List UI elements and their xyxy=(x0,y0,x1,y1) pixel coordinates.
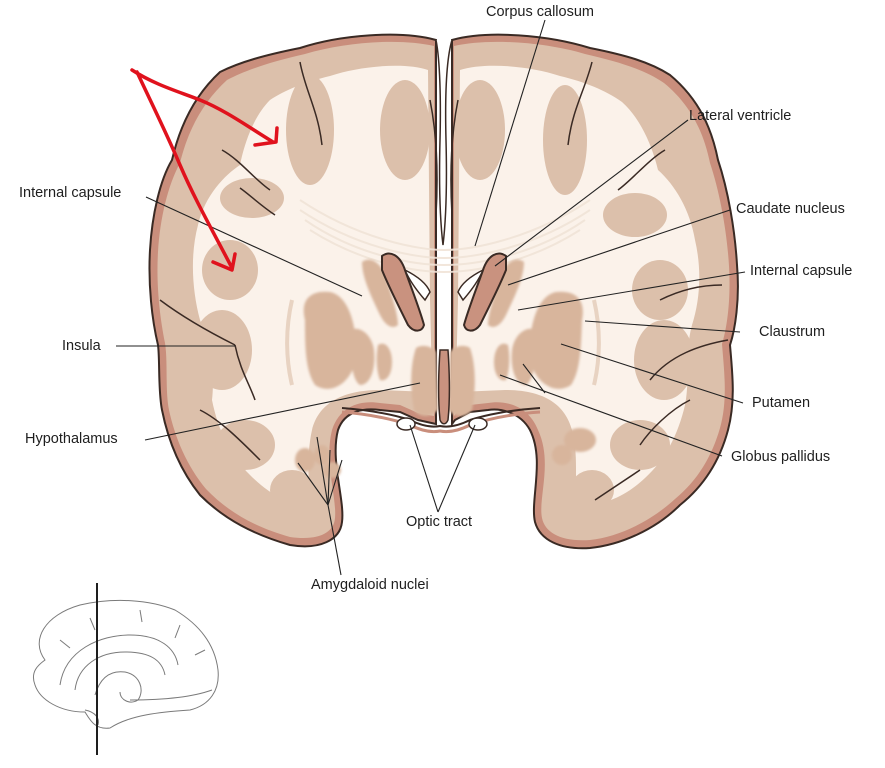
red-arrow-lower xyxy=(135,70,234,270)
label-hypothalamus: Hypothalamus xyxy=(25,431,118,447)
optic-tract-left xyxy=(396,417,416,431)
corpus-callosum-fibers xyxy=(299,199,591,274)
sagittal-inset xyxy=(32,599,219,729)
red-arrow-upper-head xyxy=(253,126,279,147)
deep-nuclei xyxy=(295,259,596,478)
label-internal-capsule-right: Internal capsule xyxy=(750,263,853,279)
optic-tract-right xyxy=(468,417,488,431)
sulci xyxy=(159,61,729,501)
third-ventricle xyxy=(437,349,451,425)
longitudinal-fissure xyxy=(435,39,453,246)
label-amygdaloid-nuclei: Amygdaloid nuclei xyxy=(311,577,429,593)
red-annotation-arrows xyxy=(130,68,279,272)
label-claustrum: Claustrum xyxy=(759,324,826,340)
red-arrow-upper xyxy=(130,68,275,144)
label-lateral-ventricle: Lateral ventricle xyxy=(689,108,792,124)
label-caudate-nucleus: Caudate nucleus xyxy=(736,201,845,217)
claustrum-strips xyxy=(285,299,601,386)
red-arrow-lower-head xyxy=(211,252,237,272)
label-corpus-callosum: Corpus callosum xyxy=(486,4,594,20)
label-putamen: Putamen xyxy=(752,395,811,411)
label-internal-capsule-left: Internal capsule xyxy=(19,185,122,201)
leader-lines xyxy=(116,19,746,576)
brain-base xyxy=(341,407,541,434)
lateral-ventricles xyxy=(381,252,507,332)
label-globus-pallidus: Globus pallidus xyxy=(731,449,831,465)
label-optic-tract: Optic tract xyxy=(406,514,473,530)
label-insula: Insula xyxy=(62,338,101,354)
